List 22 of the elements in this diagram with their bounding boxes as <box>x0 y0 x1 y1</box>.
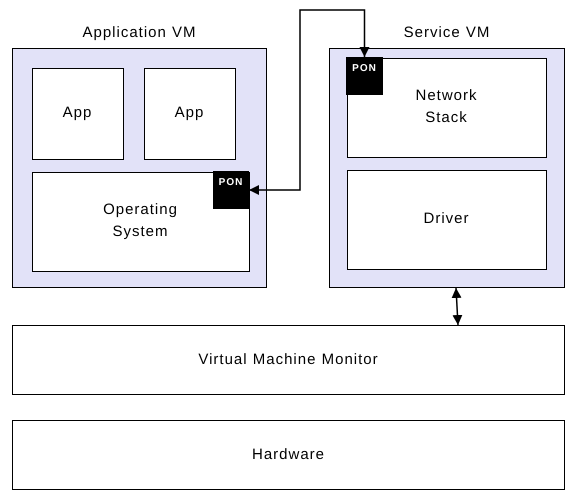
component-box <box>32 68 124 160</box>
vm-title: Application VM <box>81 23 198 43</box>
box-label: Virtual Machine Monitor <box>197 350 380 370</box>
box-label: App <box>174 103 206 124</box>
component-box <box>12 420 565 490</box>
component-box <box>144 68 236 160</box>
box-label: Network Stack <box>414 86 478 128</box>
port-label: PON <box>218 176 244 190</box>
box-label: Operating System <box>102 200 179 242</box>
component-box <box>346 58 546 158</box>
component-box <box>346 170 546 270</box>
vm-title: Service VM <box>402 23 492 43</box>
port-tag <box>346 57 383 95</box>
port-label: PON <box>351 62 378 76</box>
component-box <box>12 325 565 395</box>
port-tag <box>213 171 249 209</box>
component-box <box>32 172 250 272</box>
connector-arrow <box>452 288 462 326</box>
connector-arrow <box>249 9 370 195</box>
box-label: Driver <box>422 209 470 230</box>
box-label: App <box>62 103 94 124</box>
box-label: Hardware <box>250 444 326 465</box>
